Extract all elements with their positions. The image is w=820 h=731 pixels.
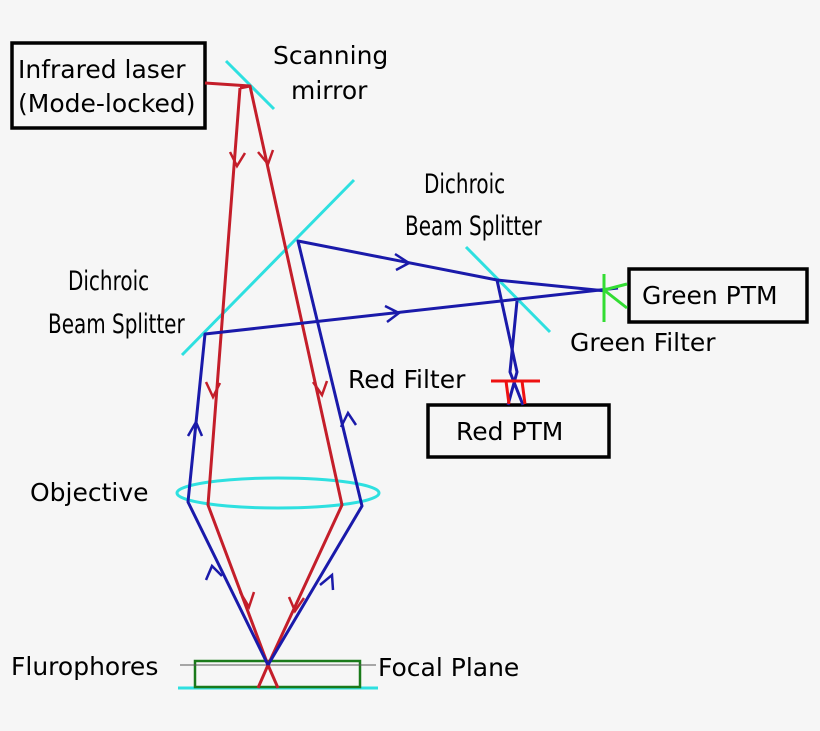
green-filter-label: Green Filter	[570, 328, 716, 357]
dichroic-right-label-line2: Beam Splitter	[405, 210, 542, 242]
arrow-up-icon	[204, 563, 223, 581]
objective-lens	[175, 476, 381, 510]
flurophores-label: Flurophores	[11, 652, 158, 681]
arrow-down-icon	[287, 596, 306, 614]
dichroic-left-label-line1: Dichroic	[68, 265, 149, 297]
objective-label: Objective	[30, 478, 149, 507]
excitation-beam	[204, 81, 344, 689]
laser-label-line2: (Mode-locked)	[18, 89, 195, 118]
arrow-up-icon	[186, 419, 204, 437]
emission-beam	[186, 239, 619, 666]
green-ptm-box: Green PTM	[627, 267, 809, 324]
laser-label-line1: Infrared laser	[18, 55, 186, 84]
dichroic-left-label-line2: Beam Splitter	[48, 308, 185, 340]
scanning-mirror-label-line2: mirror	[291, 76, 368, 105]
laser-box: Infrared laser (Mode-locked)	[10, 41, 207, 130]
arrow-down-icon	[311, 380, 329, 398]
dichroic-beam-splitter-left	[180, 178, 356, 357]
arrow-up-icon	[319, 572, 335, 591]
arrow-right-icon	[394, 252, 412, 272]
red-filter-label: Red Filter	[348, 365, 466, 394]
arrow-up-icon	[339, 410, 358, 428]
focal-plane-label: Focal Plane	[378, 653, 519, 682]
arrow-down-icon	[228, 151, 247, 169]
red-filter	[491, 379, 540, 405]
emission-arrows	[186, 252, 412, 591]
red-ptm-label: Red PTM	[456, 417, 563, 446]
excitation-arrows	[204, 149, 329, 614]
arrow-down-icon	[238, 591, 256, 610]
green-filter	[602, 274, 628, 322]
red-ptm-box: Red PTM	[426, 403, 611, 459]
green-ptm-label: Green PTM	[642, 281, 778, 310]
scanning-mirror-label-line1: Scanning	[273, 41, 388, 70]
dichroic-right-label-line1: Dichroic	[424, 168, 505, 200]
arrow-right-icon	[384, 304, 402, 323]
dichroic-beam-splitter-right	[464, 245, 552, 334]
arrow-down-icon	[257, 149, 275, 167]
arrow-down-icon	[204, 381, 222, 400]
